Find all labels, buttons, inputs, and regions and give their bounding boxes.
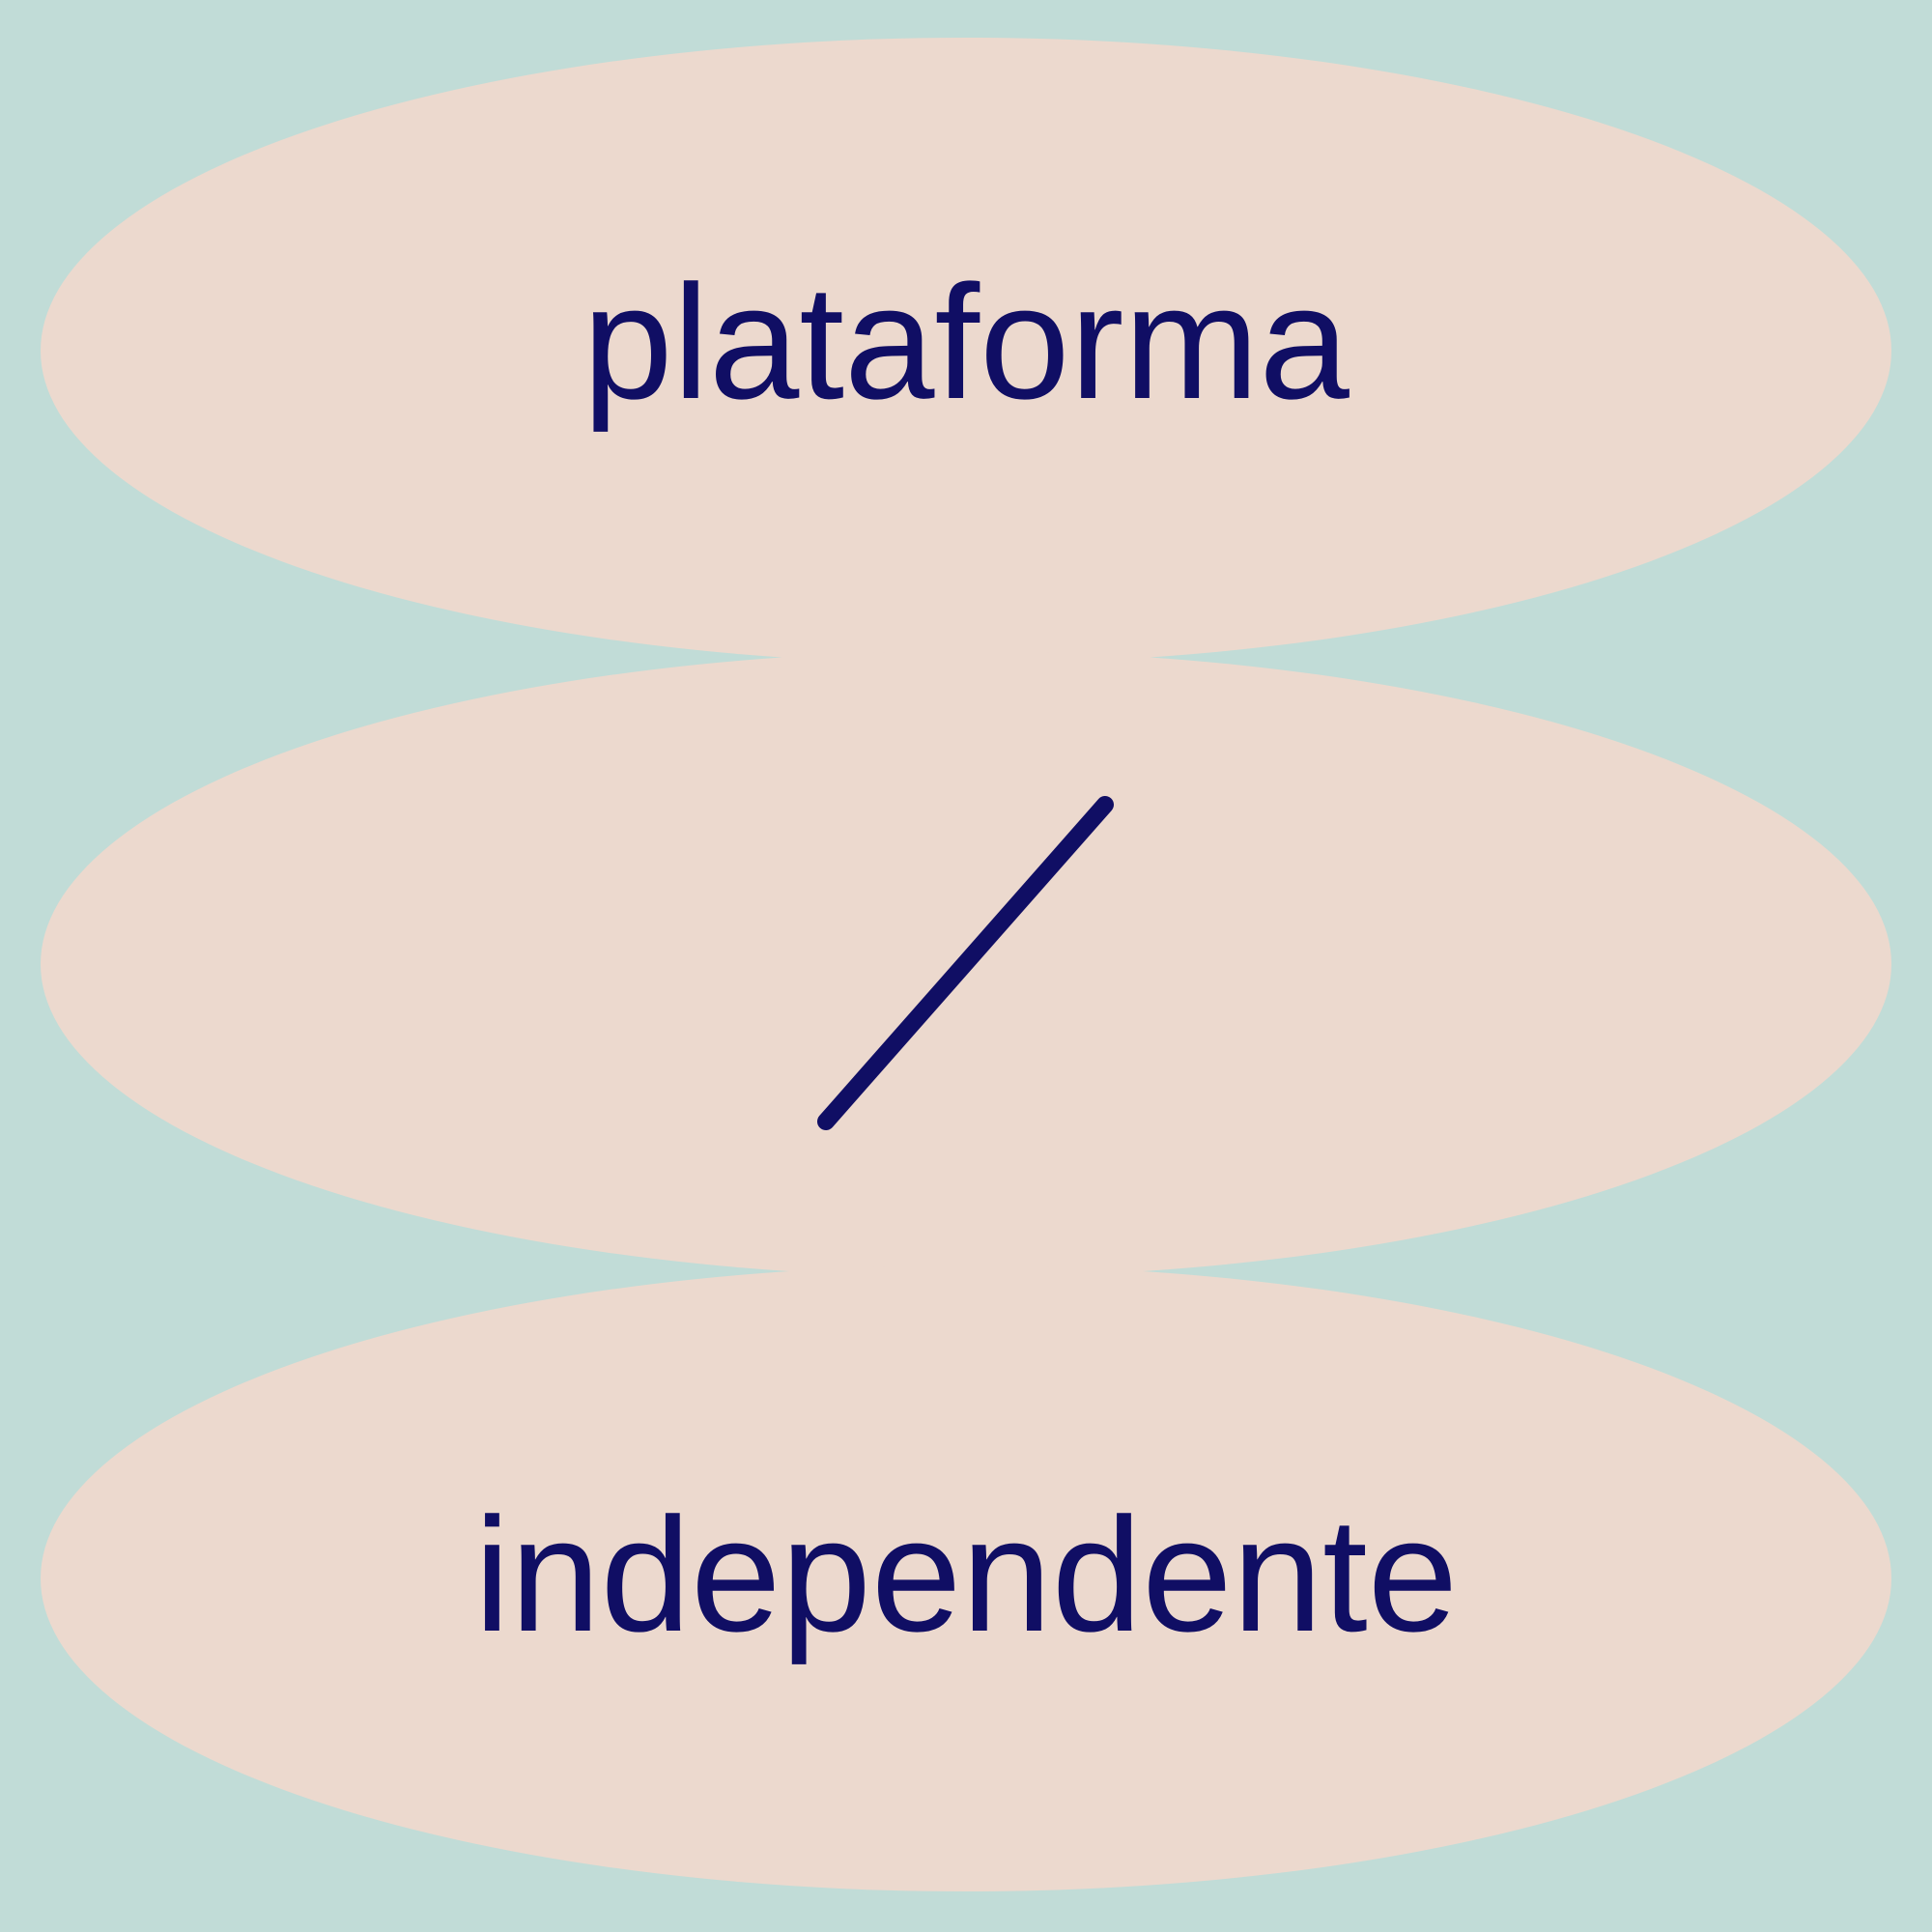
bottom-ellipse [41, 1265, 1891, 1891]
bottom-word: independente [474, 1484, 1458, 1665]
slash-divider [817, 796, 1114, 1130]
top-ellipse [41, 38, 1891, 664]
top-word: plataforma [582, 251, 1350, 433]
